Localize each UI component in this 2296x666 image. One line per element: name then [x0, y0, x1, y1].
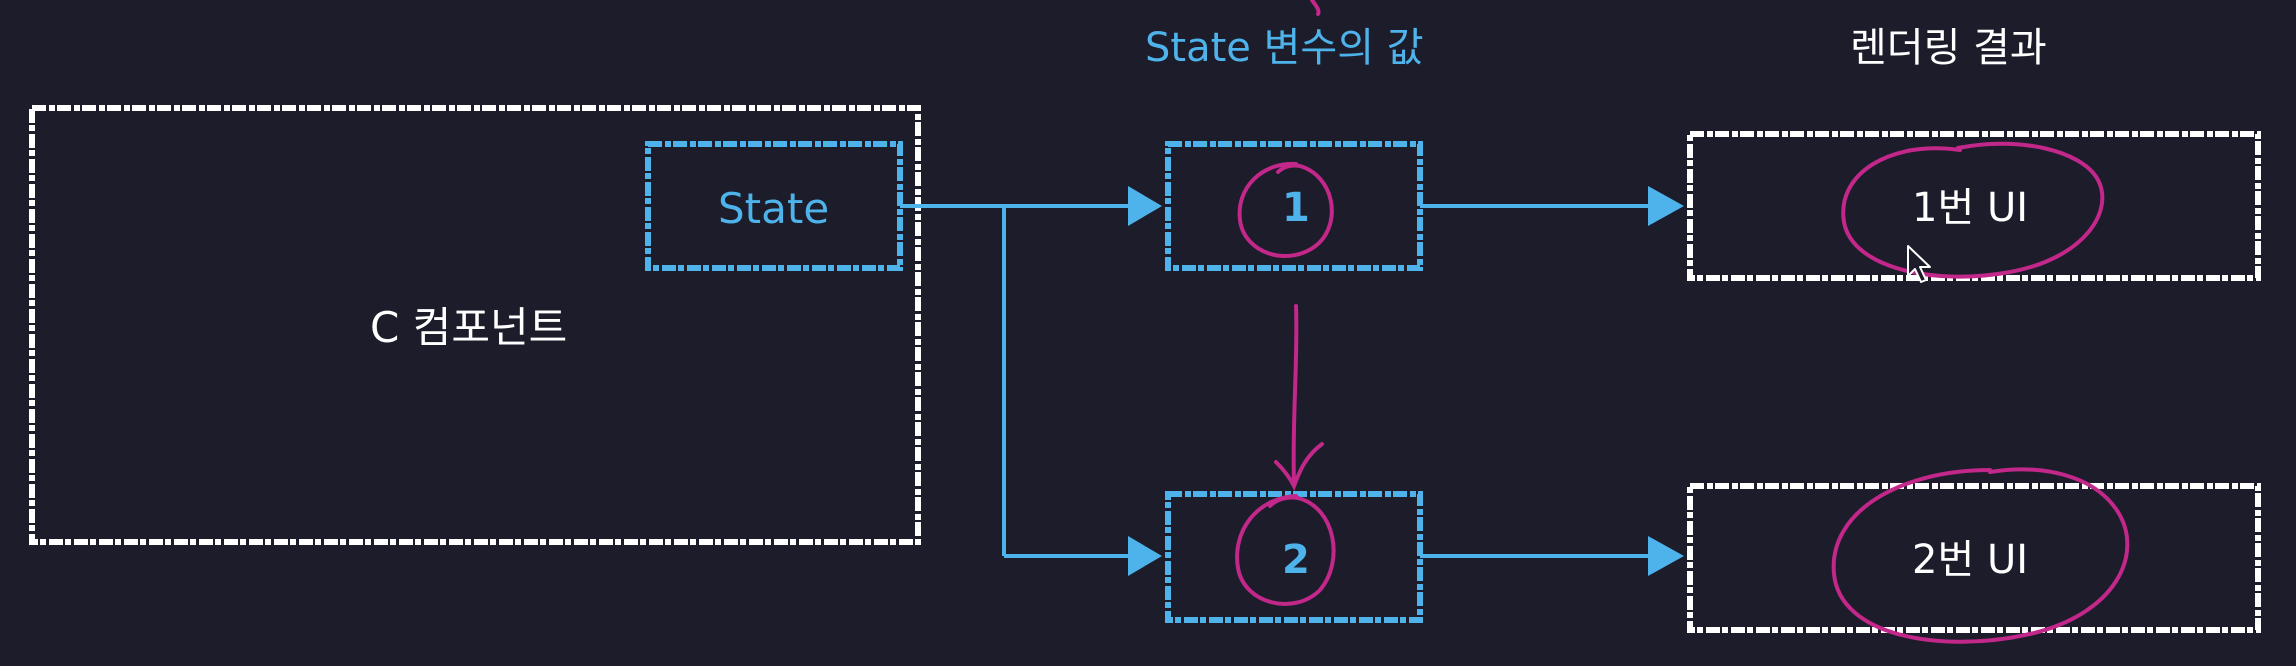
- component-box: [29, 105, 921, 545]
- magenta-annotations: [1235, 0, 2130, 644]
- ui-box-2: [1687, 483, 2261, 633]
- annotation-circle-value-1: [1237, 161, 1334, 258]
- mouse-pointer-icon: [1907, 245, 1931, 283]
- annotation-tick-top: [1310, 0, 1321, 16]
- state-to-values-arrows: [900, 204, 1130, 558]
- state-value-1: 1: [1282, 185, 1310, 231]
- arrowhead-to-ui-1: [1648, 186, 1684, 226]
- annotation-arrowhead-down: [1274, 442, 1324, 491]
- state-value-2: 2: [1282, 537, 1310, 583]
- values-to-ui-arrows: [1420, 204, 1652, 558]
- heading-render-result: 렌더링 결과: [1850, 25, 2047, 71]
- annotation-circle-ui-1: [1841, 141, 2105, 279]
- ui-result-2: 2번 UI: [1912, 537, 2029, 583]
- annotation-circle-ui-2: [1831, 467, 2130, 644]
- annotation-arrow-down: [1291, 304, 1299, 486]
- component-label: C 컴포넌트: [370, 303, 568, 352]
- heading-state-value: State 변수의 값: [1145, 25, 1424, 71]
- ui-result-1: 1번 UI: [1912, 185, 2029, 231]
- state-label: State: [718, 184, 830, 233]
- value-box-2: [1165, 491, 1423, 623]
- arrowhead-to-value-1: [1128, 186, 1162, 226]
- annotation-circle-value-2: [1235, 494, 1336, 606]
- arrowhead-to-ui-2: [1648, 536, 1684, 576]
- arrowhead-to-value-2: [1128, 536, 1162, 576]
